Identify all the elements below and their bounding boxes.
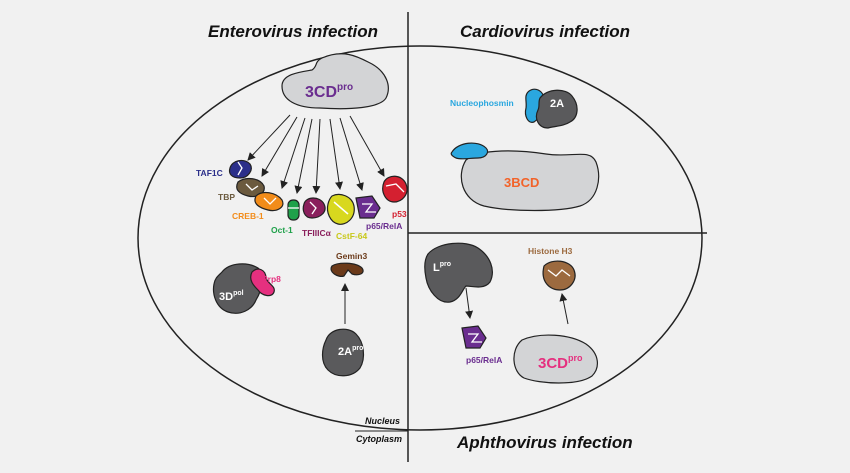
- p53-label: p53: [392, 209, 407, 219]
- p65-protein: [355, 195, 381, 219]
- 3bcd-label: 3BCD: [504, 175, 539, 190]
- gemin3-protein: [330, 262, 364, 277]
- nucleophosmin-label-top: Nucleophosmin: [450, 98, 514, 108]
- creb1-cleavage-mark: [263, 197, 277, 205]
- prp8-label: Prp8: [262, 274, 281, 284]
- p65-label: p65/RelA: [366, 221, 402, 231]
- 3dpol-sup: pol: [233, 290, 244, 297]
- p53-cleavage-mark: [385, 183, 405, 193]
- title-enterovirus: Enterovirus infection: [208, 22, 378, 41]
- tfiiic-protein: [302, 197, 326, 219]
- cstf64-cleavage-mark: [333, 201, 349, 215]
- histone-cleavage-mark: [547, 269, 571, 277]
- gemin3-label: Gemin3: [336, 251, 367, 261]
- aphtho-p65-cleavage-mark: [468, 333, 482, 343]
- 2apro-main: 2A: [338, 346, 352, 358]
- arrow-lpro-p65: [465, 287, 474, 319]
- lpro-main: L: [433, 262, 440, 274]
- arrow-3cd-p65: [339, 117, 364, 191]
- oct1-protein: [287, 199, 300, 221]
- arrow-3cd-histone: [559, 293, 569, 325]
- enterovirus-3cd-main: 3CD: [305, 84, 337, 101]
- 2a-label: 2A: [550, 98, 564, 110]
- oct1-label: Oct-1: [271, 225, 293, 235]
- taf1c-label: TAF1C: [196, 168, 223, 178]
- aphtho-3cd-protein: [513, 334, 598, 384]
- aphtho-3cd-main: 3CD: [538, 355, 568, 372]
- cstf64-label: CstF-64: [336, 231, 367, 241]
- histone-label: Histone H3: [528, 246, 573, 256]
- lpro-protein: [424, 242, 493, 303]
- title-cardiovirus: Cardiovirus infection: [460, 22, 630, 41]
- cstf64-protein: [326, 193, 355, 225]
- arrow-3cd-oct1: [294, 118, 313, 194]
- enterovirus-3cd-sup: pro: [337, 82, 353, 93]
- nucleophosmin-protein-bottom: [450, 142, 489, 160]
- aphtho-3cd-sup: pro: [568, 353, 583, 363]
- enterovirus-3cd-label: 3CDpro: [305, 82, 353, 101]
- lpro-sup: pro: [440, 261, 451, 268]
- title-aphthovirus: Aphthovirus infection: [456, 433, 633, 452]
- lpro-label: Lpro: [433, 261, 451, 274]
- creb1-protein: [254, 191, 284, 212]
- 3dpol-label: 3Dpol: [219, 290, 244, 303]
- cell-ellipse: [137, 45, 703, 431]
- aphtho-3cd-label: 3CDpro: [538, 353, 583, 372]
- 2apro-sup: pro: [352, 345, 363, 352]
- arrow-3cd-tfiiic: [312, 118, 321, 194]
- label-nucleus: Nucleus: [365, 416, 400, 426]
- tbp-cleavage-mark: [245, 183, 259, 191]
- enterovirus-3cd-protein: [281, 53, 389, 110]
- 3dpol-main: 3D: [219, 291, 233, 303]
- tfiiic-label: TFIIICα: [302, 228, 332, 238]
- histone-protein: [542, 260, 576, 291]
- arrow-3cd-p53: [349, 115, 385, 177]
- tfiiic-cleavage-mark: [309, 201, 317, 215]
- label-cytoplasm: Cytoplasm: [356, 434, 402, 444]
- 2apro-label: 2Apro: [338, 345, 363, 358]
- aphtho-p65-protein: [461, 325, 487, 349]
- arrow-3cd-taf1c: [247, 114, 291, 161]
- p53-protein: [382, 175, 408, 203]
- arrow-3cd-tbp: [261, 116, 298, 177]
- arrow-3cd-cstf64: [329, 118, 343, 190]
- taf1c-protein: [228, 159, 252, 179]
- taf1c-cleavage-mark: [237, 161, 243, 176]
- 3bcd-protein: [460, 150, 600, 212]
- prp8-protein: [250, 268, 275, 297]
- aphtho-p65-label: p65/RelA: [466, 355, 502, 365]
- 2a-protein: [535, 89, 578, 129]
- arrow-3cd-creb1: [280, 117, 306, 189]
- creb1-label: CREB-1: [232, 211, 264, 221]
- 2apro-protein: [321, 328, 365, 377]
- tbp-label: TBP: [218, 192, 235, 202]
- p65-cleavage-mark: [362, 203, 376, 213]
